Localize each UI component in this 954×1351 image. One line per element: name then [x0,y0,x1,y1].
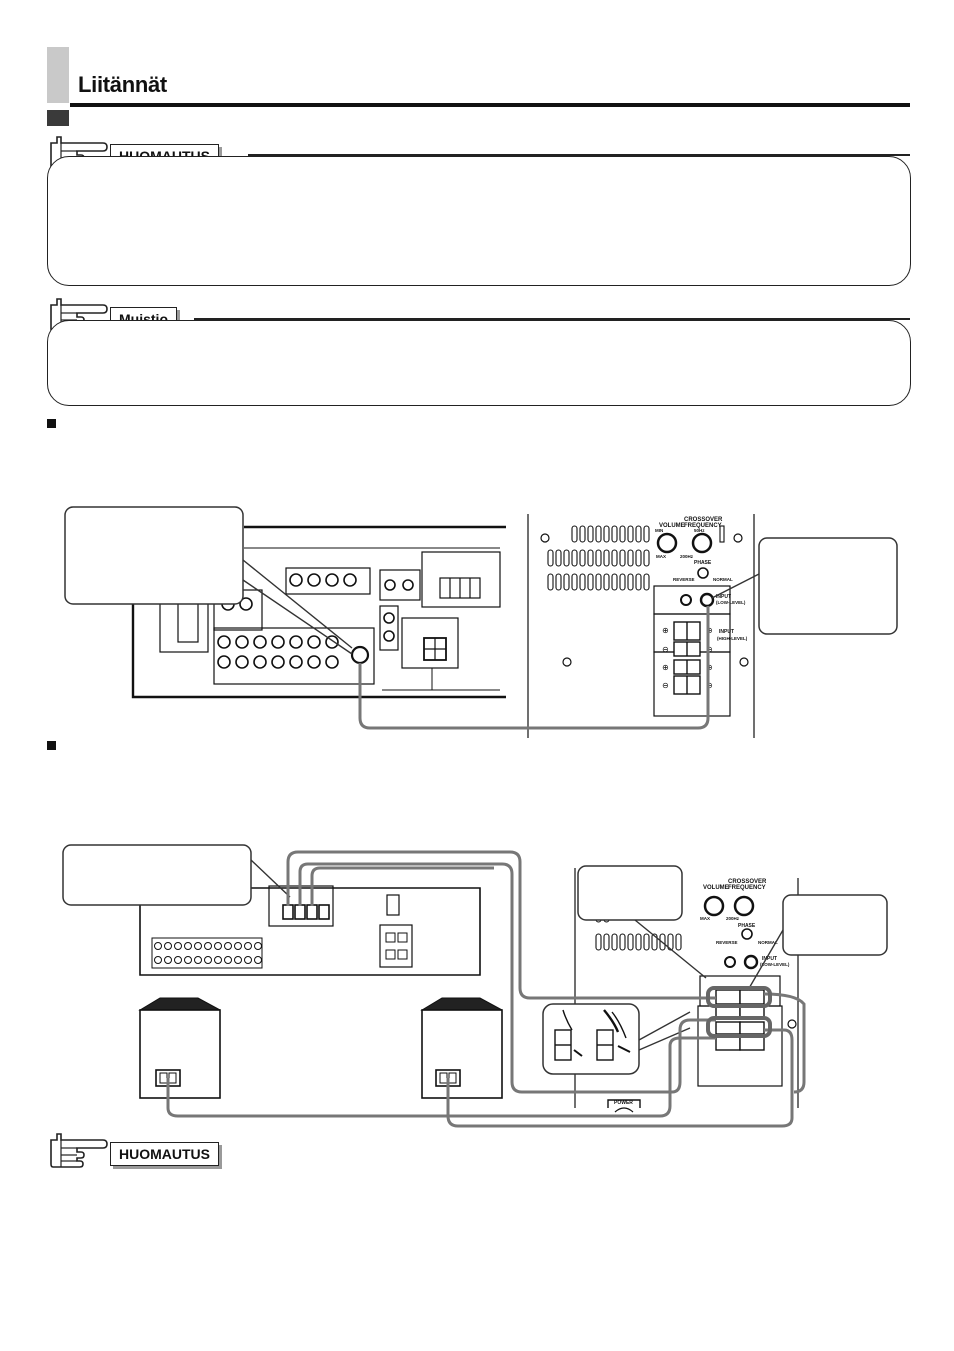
label-max: MAX [700,916,710,921]
svg-text:⊖: ⊖ [662,645,669,654]
high-level-terminals: ⊕ ⊖ ⊕ ⊖ ⊕ ⊖ ⊕ ⊖ [662,621,713,695]
label-volume: VOLUME [659,523,685,529]
label-low-level: (LOW-LEVEL) [760,962,790,967]
vent-slots [547,525,725,591]
knobs [656,532,715,608]
speaker-terminal-block [423,577,481,661]
square-bullet-icon [47,419,56,428]
label-reverse: REVERSE [673,577,695,582]
left-speaker [138,997,221,1099]
label-200hz: 200Hz [726,916,740,921]
label-high-level: (HIGH-LEVEL) [717,636,748,641]
note-label-rule [248,154,910,156]
label-normal: NORMAL [713,577,733,582]
label-200hz: 200Hz [680,554,694,559]
label-reverse: REVERSE [716,940,738,945]
screws [540,533,749,667]
label-volume: VOLUME [703,885,729,891]
label-max: MAX [656,554,666,559]
label-crossover: CROSSOVER [728,879,767,885]
label-phase: PHASE [738,923,756,929]
label-input: INPUT [762,956,777,962]
label-min: MIN [655,528,663,533]
speaker-cables [166,850,806,1128]
label-power: POWER [614,1100,633,1106]
note-label: HUOMAUTUS [110,1142,219,1166]
page-title: Liitännät [78,72,167,97]
note-box [47,156,911,286]
label-input-2: INPUT [719,629,734,635]
label-input: INPUT [716,594,731,600]
rca-cable [358,606,710,730]
label-crossover: CROSSOVER [684,517,723,523]
memo-box [47,320,911,406]
square-bullet-icon [47,741,56,750]
right-speaker [420,997,503,1099]
svg-text:⊕: ⊕ [662,663,669,672]
title-accent-block-dark [47,110,69,126]
label-50hz: 50Hz [694,528,705,533]
svg-text:⊖: ⊖ [662,681,669,690]
label-frequency: FREQUENCY [684,523,722,529]
label-frequency: FREQUENCY [728,885,766,891]
memo-label-rule [194,318,910,320]
label-low-level: (LOW-LEVEL) [716,600,746,605]
title-accent-block [47,47,69,103]
pointing-hand-icon [50,1133,108,1168]
label-phase: PHASE [694,560,712,566]
svg-text:⊕: ⊕ [662,626,669,635]
label-normal: NORMAL [758,940,778,945]
title-rule [70,103,910,107]
